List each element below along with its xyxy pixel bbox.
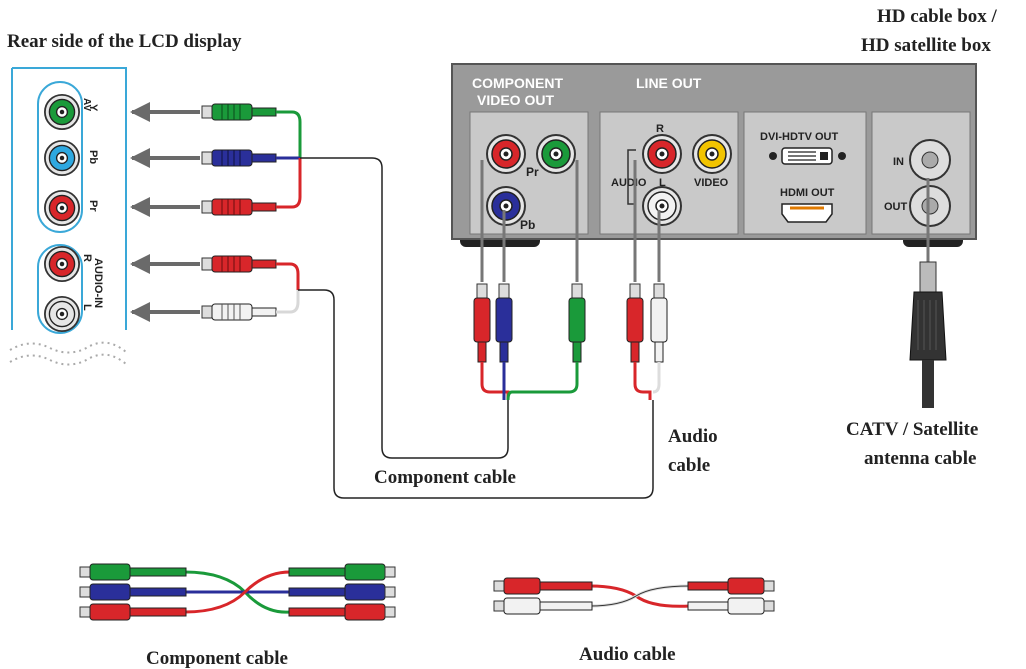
left-cable-merge [276, 110, 302, 314]
component-video-out-label-1: COMPONENT [472, 75, 563, 91]
port-label-audio-in: AUDIO-IN [92, 258, 104, 308]
legend-audio-cable-label: Audio cable [579, 644, 676, 665]
antenna-label-1: CATV / Satellite [846, 419, 978, 440]
box-y-jack [536, 134, 576, 174]
box-video-jack [692, 134, 732, 174]
box-audio-l-jack [642, 186, 682, 226]
box-out-jack [909, 185, 951, 227]
box-pr-label: Pr [526, 165, 539, 179]
box-title-line1: HD cable box / [877, 6, 998, 27]
long-cable-runs [298, 157, 654, 499]
audio-bracket [627, 149, 636, 205]
component-cable-label: Component cable [374, 467, 516, 488]
legend-component-cable-label: Component cable [146, 648, 288, 669]
box-audio-r-jack [642, 134, 682, 174]
box-in-label: IN [893, 156, 904, 168]
dvi-port [769, 147, 846, 165]
port-label-pr: Pr [87, 200, 99, 212]
box-l-label: L [659, 177, 666, 189]
box-audio-label: AUDIO [611, 177, 647, 189]
box-video-label: VIDEO [694, 177, 729, 189]
display-y-jack [44, 94, 80, 130]
lcd-rear-panel [9, 67, 127, 366]
box-title-line2: HD satellite box [861, 35, 991, 56]
box-dvi-label: DVI-HDTV OUT [760, 131, 839, 143]
audio-cable-illustration [493, 577, 775, 615]
port-label-av: AV [81, 98, 92, 111]
display-audio-r-jack [44, 246, 80, 282]
port-label-y: Y [87, 104, 99, 112]
box-plugs [473, 283, 668, 363]
display-pr-jack [44, 190, 80, 226]
line-out-label: LINE OUT [636, 75, 702, 91]
display-arrows [130, 102, 200, 322]
box-arrows [480, 160, 930, 282]
audio-cable-label-1: Audio [668, 426, 718, 447]
port-label-l: L [81, 304, 93, 311]
box-in-jack [909, 139, 951, 181]
audio-cable-label-2: cable [668, 455, 710, 476]
box-cable-merge [480, 362, 661, 401]
hdmi-port [781, 203, 833, 223]
component-cable-illustration [79, 563, 396, 621]
box-pb-label: Pb [520, 218, 535, 232]
port-label-pb: Pb [87, 150, 99, 164]
display-title: Rear side of the LCD display [7, 31, 242, 52]
component-video-out-label-2: VIDEO OUT [477, 92, 554, 108]
display-audio-l-jack [44, 296, 80, 332]
box-hdmi-label: HDMI OUT [780, 187, 835, 199]
display-pb-jack [44, 140, 80, 176]
antenna-label-2: antenna cable [864, 448, 976, 469]
box-pr-jack [486, 134, 526, 174]
port-label-r: R [81, 254, 93, 262]
box-r-label: R [656, 123, 664, 135]
antenna-cable [909, 261, 947, 408]
box-out-label: OUT [884, 201, 908, 213]
left-plugs [201, 103, 277, 321]
